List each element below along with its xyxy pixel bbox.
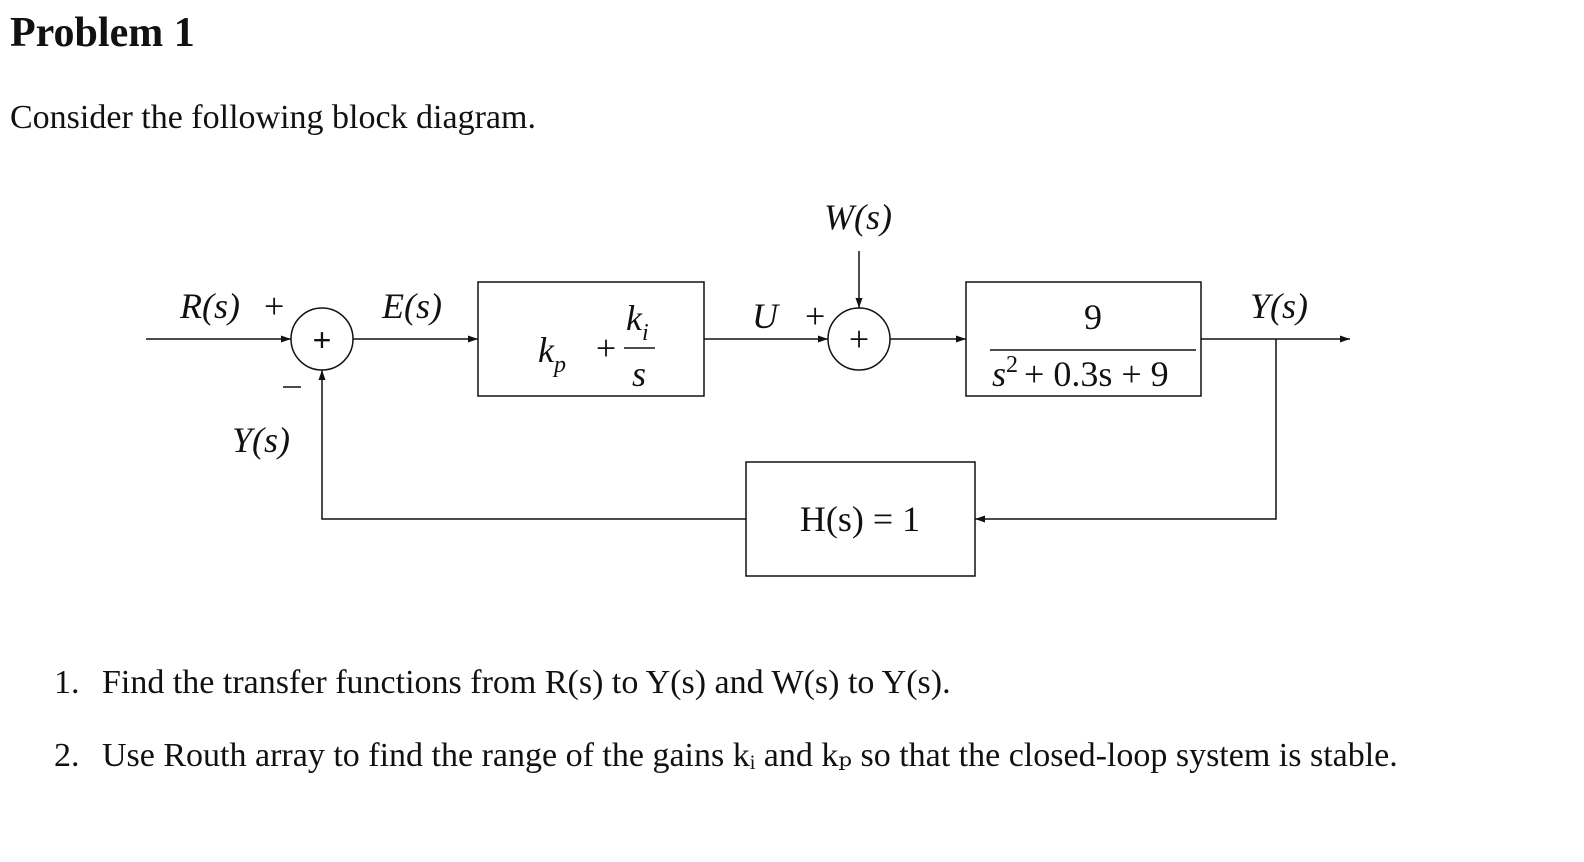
controller-kp: k [538,330,555,370]
input-label: R(s) [179,286,240,326]
question-item: 1. Find the transfer functions from R(s)… [54,662,1494,705]
controller-denominator: s [632,354,646,394]
sum1-plus-symbol: + [313,322,332,358]
controller-numerator: ki [626,298,649,346]
question-text: Find the transfer functions from R(s) to… [102,664,951,701]
disturbance-label: W(s) [824,197,892,237]
controller-plus: + [596,328,616,368]
input-plus-label: + [264,286,284,326]
controller-block [477,281,705,397]
error-label: E(s) [381,286,442,326]
controller-term: kp [538,330,566,378]
question-number: 1. [54,664,80,701]
control-label: U [752,296,780,336]
intro-text: Consider the following block diagram. [10,99,536,136]
sum2-plus-symbol: + [849,319,869,359]
question-item: 2. Use Routh array to find the range of … [54,735,1494,778]
feedback-return-line [318,370,746,520]
output-label: Y(s) [1250,286,1308,326]
controller-kp-subscript: p [552,352,566,378]
question-text: Use Routh array to find the range of the… [102,736,1398,774]
plant-block [965,281,1202,397]
question-number: 2. [54,736,80,774]
plant-denominator: s2+ 0.3s + 9 [992,352,1169,394]
question-list: 1. Find the transfer functions from R(s)… [54,662,1494,777]
sensor-block [745,461,976,577]
feedback-path-line [975,339,1277,523]
control-plus-label: + [805,296,825,336]
feedback-signal-label: Y(s) [232,420,290,460]
sensor-text: H(s) = 1 [800,499,920,539]
problem-title: Problem 1 [10,10,195,56]
plant-numerator: 9 [1084,297,1102,337]
